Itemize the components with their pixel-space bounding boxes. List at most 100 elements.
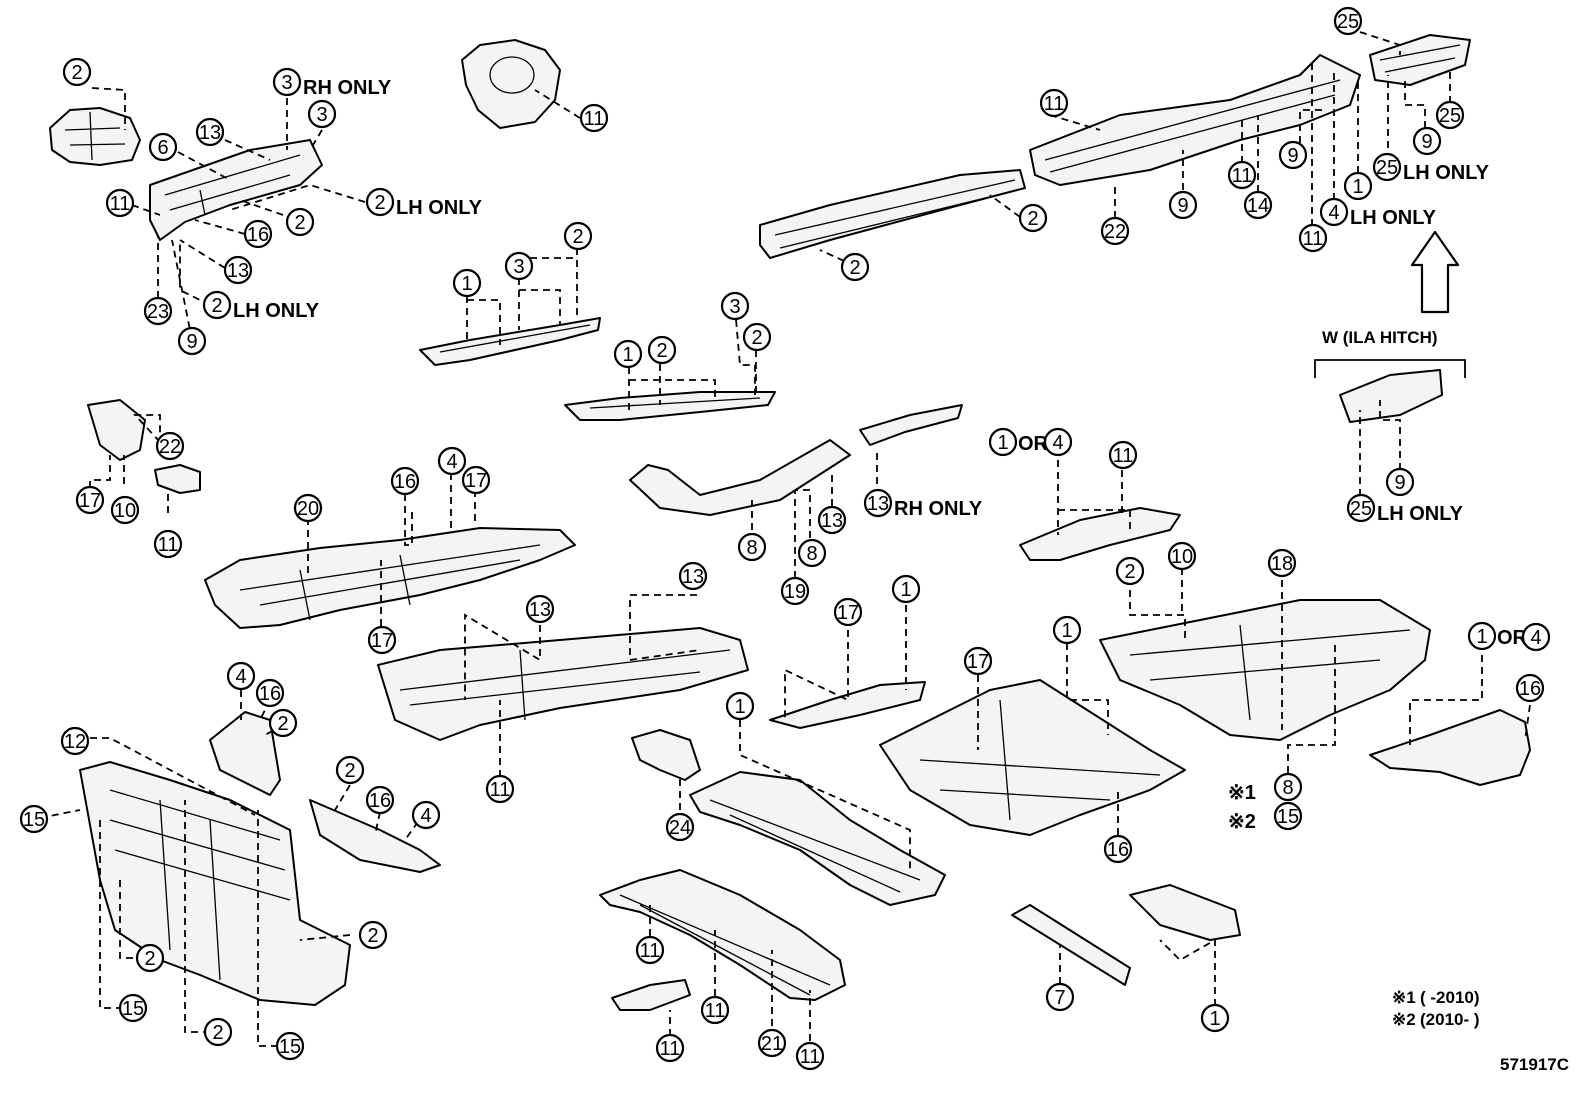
callout-2: 2: [203, 1017, 233, 1047]
footnotes: ※1 ( -2010) ※2 (2010- ): [1392, 988, 1480, 1029]
callout-circle: [1100, 216, 1130, 246]
callout-number: 14: [1247, 195, 1269, 217]
floor-crossmember-part: [769, 681, 926, 729]
callout-number: 3: [281, 72, 292, 94]
callout-16: 16: [365, 785, 395, 815]
callout-8: 8: [737, 532, 767, 562]
callout-circle: [1018, 203, 1048, 233]
callout-2: 2: [647, 335, 677, 365]
callout-number: 17: [967, 651, 989, 673]
callout-circle: [19, 804, 49, 834]
callout-9: 9: [1278, 140, 1308, 170]
callout-circle: [365, 187, 395, 217]
callout-circle: [1227, 160, 1257, 190]
callout-13: 13: [525, 594, 555, 624]
callout-19: 19: [780, 576, 810, 606]
callout-number: 13: [199, 122, 221, 144]
toe-board-part: [209, 711, 281, 796]
callout-9: 9: [1168, 190, 1198, 220]
hitch-label: W (ILA HITCH): [1322, 328, 1438, 347]
callout-number: 10: [1171, 546, 1193, 568]
callout-13: 13: [195, 117, 225, 147]
sill-extension-part: [859, 404, 963, 446]
callout-12: 12: [60, 726, 90, 756]
front-floor-crossmember-part: [689, 771, 946, 906]
rear-crossmember-lower-part: [1129, 884, 1241, 941]
callout-number: 9: [186, 331, 197, 353]
rear-floor-reinforcement-part: [1011, 904, 1131, 986]
callout-15: 15: [275, 1031, 305, 1061]
callout-circle: [579, 103, 609, 133]
callout-number: 4: [1530, 627, 1541, 649]
callout-number: 2: [656, 340, 667, 362]
hitch-bracket-part: [1339, 369, 1443, 423]
callout-17: 17: [461, 465, 491, 495]
callout-circle: [833, 597, 863, 627]
dash-brace-part: [154, 464, 201, 494]
callout-number: 2: [277, 713, 288, 735]
callout-11: 11: [1039, 88, 1069, 118]
callout-9: 9: [1385, 467, 1415, 497]
callout-circle: [148, 132, 178, 162]
callout-circle: [1200, 1003, 1230, 1033]
callout-16: 16: [1515, 673, 1545, 703]
callout-number: 25: [1439, 105, 1461, 127]
callout-circle: [143, 296, 173, 326]
callout-number: 16: [247, 224, 269, 246]
callout-number: 9: [1394, 472, 1405, 494]
rear-crossmember-part: [1019, 507, 1181, 561]
callout-4: 4: [1043, 427, 1073, 457]
callout-circle: [757, 1028, 787, 1058]
callout-number: 3: [316, 104, 327, 126]
callout-2: 2: [742, 322, 772, 352]
callout-17: 17: [963, 646, 993, 676]
callout-2: 2: [840, 252, 870, 282]
callout-21: 21: [757, 1028, 787, 1058]
callout-note: LH ONLY: [1350, 207, 1437, 229]
callout-15: 15: [118, 993, 148, 1023]
callout-1: 1: [725, 691, 755, 721]
rear-side-member-part: [759, 169, 1026, 259]
callout-3: 3: [720, 291, 750, 321]
callout-circle: [1167, 541, 1197, 571]
front-floor-pan-part: [204, 527, 576, 629]
callout-4: 4: [1521, 622, 1551, 652]
callout-number: 1: [1352, 176, 1363, 198]
callout-circle: [307, 99, 337, 129]
footnote-text-1: ( -2010): [1420, 988, 1480, 1007]
callout-circle: [390, 466, 420, 496]
callout-circle: [226, 661, 256, 691]
callout-13: 13: [817, 505, 847, 535]
callout-8: 8: [797, 538, 827, 568]
footnote-mark-2: ※2: [1392, 1010, 1416, 1029]
callout-circle: [1467, 621, 1497, 651]
callout-circle: [1343, 171, 1373, 201]
callout-circle: [1435, 100, 1465, 130]
callout-circle: [1333, 6, 1363, 36]
callout-number: 12: [64, 731, 86, 753]
callout-number: 9: [1177, 195, 1188, 217]
callout-9: 9: [1412, 126, 1442, 156]
callout-circle: [963, 646, 993, 676]
callout-note: LH ONLY: [233, 300, 320, 322]
callout-number: 3: [729, 296, 740, 318]
callout-prefix: ※2: [1228, 811, 1256, 833]
callout-7: 7: [1045, 982, 1075, 1012]
callout-circle: [153, 529, 183, 559]
callout-number: 22: [159, 436, 181, 458]
callout-14: 14: [1243, 190, 1273, 220]
callout-number: 2: [374, 192, 385, 214]
callout-number: 25: [1350, 498, 1372, 520]
callout-number: 4: [446, 451, 457, 473]
callout-circle: [1273, 772, 1303, 802]
callout-circle: [110, 495, 140, 525]
callout-circle: [461, 465, 491, 495]
callout-circle: [365, 785, 395, 815]
callout-4: 4: [437, 446, 467, 476]
